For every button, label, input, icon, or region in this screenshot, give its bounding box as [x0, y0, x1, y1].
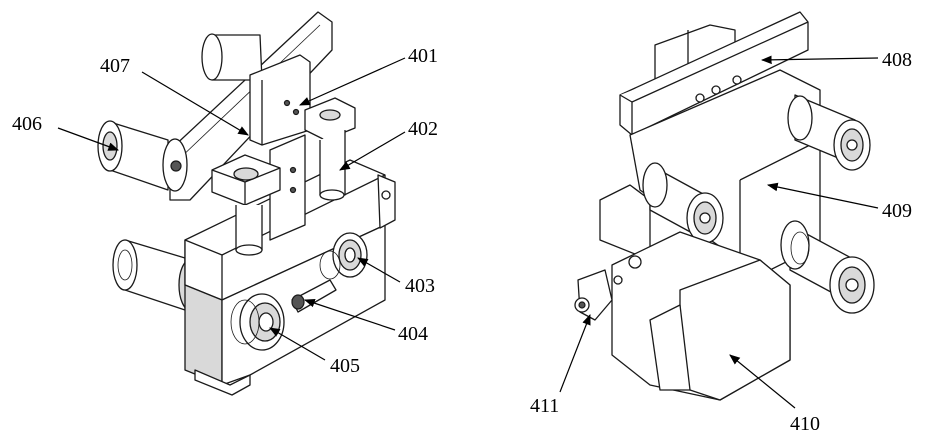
label-402: 402	[408, 118, 438, 140]
label-408: 408	[882, 49, 912, 71]
leader-407	[141, 71, 249, 136]
knob-411	[574, 269, 613, 321]
label-401: 401	[408, 45, 438, 67]
roller-right-middle	[642, 162, 724, 244]
label-407: 407	[100, 55, 130, 77]
label-411: 411	[530, 395, 559, 417]
slider-plate	[269, 134, 306, 241]
label-409: 409	[882, 200, 912, 222]
leader-403	[357, 257, 401, 283]
left-assembly	[97, 11, 396, 396]
roller-406	[97, 120, 188, 192]
leader-405	[269, 327, 326, 361]
reference-labels: 401 402 403 404 405 406 407 408 409 410 …	[12, 45, 912, 435]
leader-409	[766, 182, 879, 209]
housing-409	[599, 69, 821, 276]
motor-410	[611, 231, 791, 401]
clamp-block-right	[304, 97, 356, 201]
label-403: 403	[405, 275, 435, 297]
leader-404	[303, 298, 396, 331]
label-404: 404	[398, 323, 428, 345]
roller-right-lower	[780, 220, 875, 314]
leader-406	[57, 127, 120, 151]
leader-lines	[57, 55, 879, 409]
leader-408	[760, 55, 879, 65]
leader-401	[299, 57, 406, 106]
label-406: 406	[12, 113, 42, 135]
roller-top	[201, 33, 263, 81]
leader-410	[729, 354, 796, 409]
roller-right-upper	[787, 94, 871, 171]
leader-411	[559, 313, 591, 393]
label-410: 410	[790, 413, 820, 435]
leader-402	[339, 131, 406, 171]
right-assembly	[574, 11, 875, 401]
label-405: 405	[330, 355, 360, 377]
clamp-block-left	[211, 154, 281, 256]
